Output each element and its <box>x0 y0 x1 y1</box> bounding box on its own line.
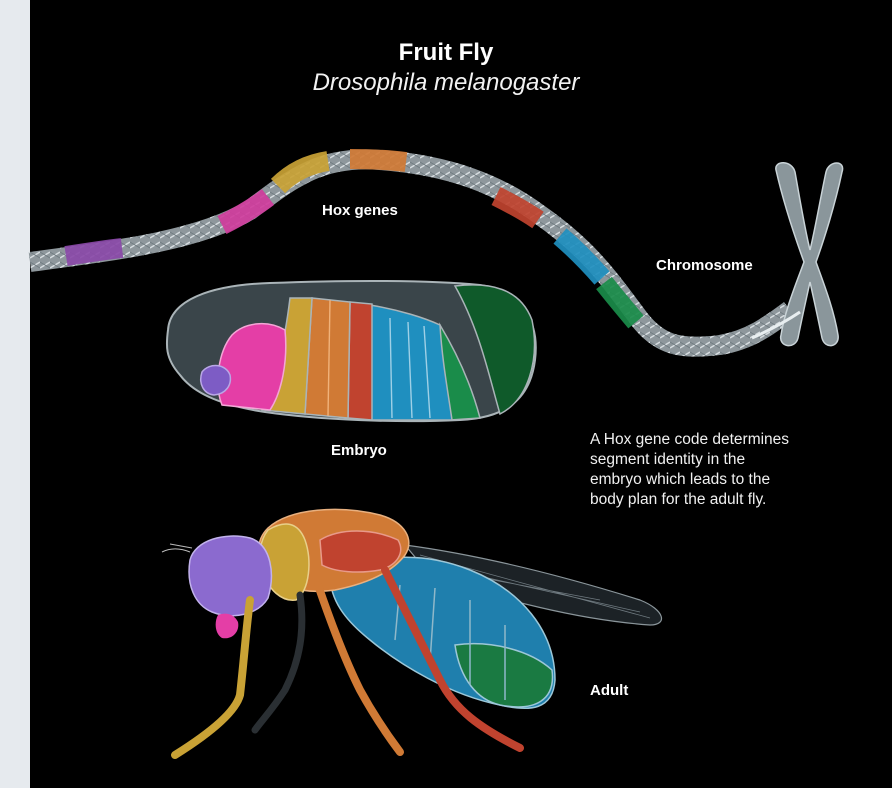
title-scientific-name: Drosophila melanogaster <box>30 68 862 98</box>
title-common-name: Fruit Fly <box>30 38 862 68</box>
embryo-segment-orange <box>305 298 350 418</box>
hox-gene-blue <box>560 236 602 278</box>
description-line: A Hox gene code determines <box>590 430 850 450</box>
embryo-shape <box>167 281 536 421</box>
fly-leg-front <box>175 600 250 755</box>
label-chromosome: Chromosome <box>656 257 753 274</box>
description-line: embryo which leads to the <box>590 470 850 490</box>
hox-gene-green <box>604 283 636 322</box>
hox-gene-magenta <box>222 197 268 225</box>
fly-leg-back-shadow <box>255 595 302 730</box>
embryo-segment-purple <box>201 366 231 395</box>
embryo-segment-red <box>348 302 372 420</box>
diagram-title: Fruit Fly Drosophila melanogaster <box>30 38 862 98</box>
description-text: A Hox gene code determines segment ident… <box>590 430 850 510</box>
description-line: segment identity in the <box>590 450 850 470</box>
fly-thorax-red <box>320 531 401 572</box>
label-adult: Adult <box>590 682 628 699</box>
fly-head <box>189 536 271 616</box>
label-hox-genes: Hox genes <box>322 202 398 219</box>
label-embryo: Embryo <box>331 442 387 459</box>
fly-mouthpart <box>216 614 239 639</box>
hox-gene-orange <box>350 159 406 162</box>
adult-fly-shape <box>162 509 661 755</box>
description-line: body plan for the adult fly. <box>590 490 850 510</box>
hox-gene-purple <box>66 248 122 256</box>
